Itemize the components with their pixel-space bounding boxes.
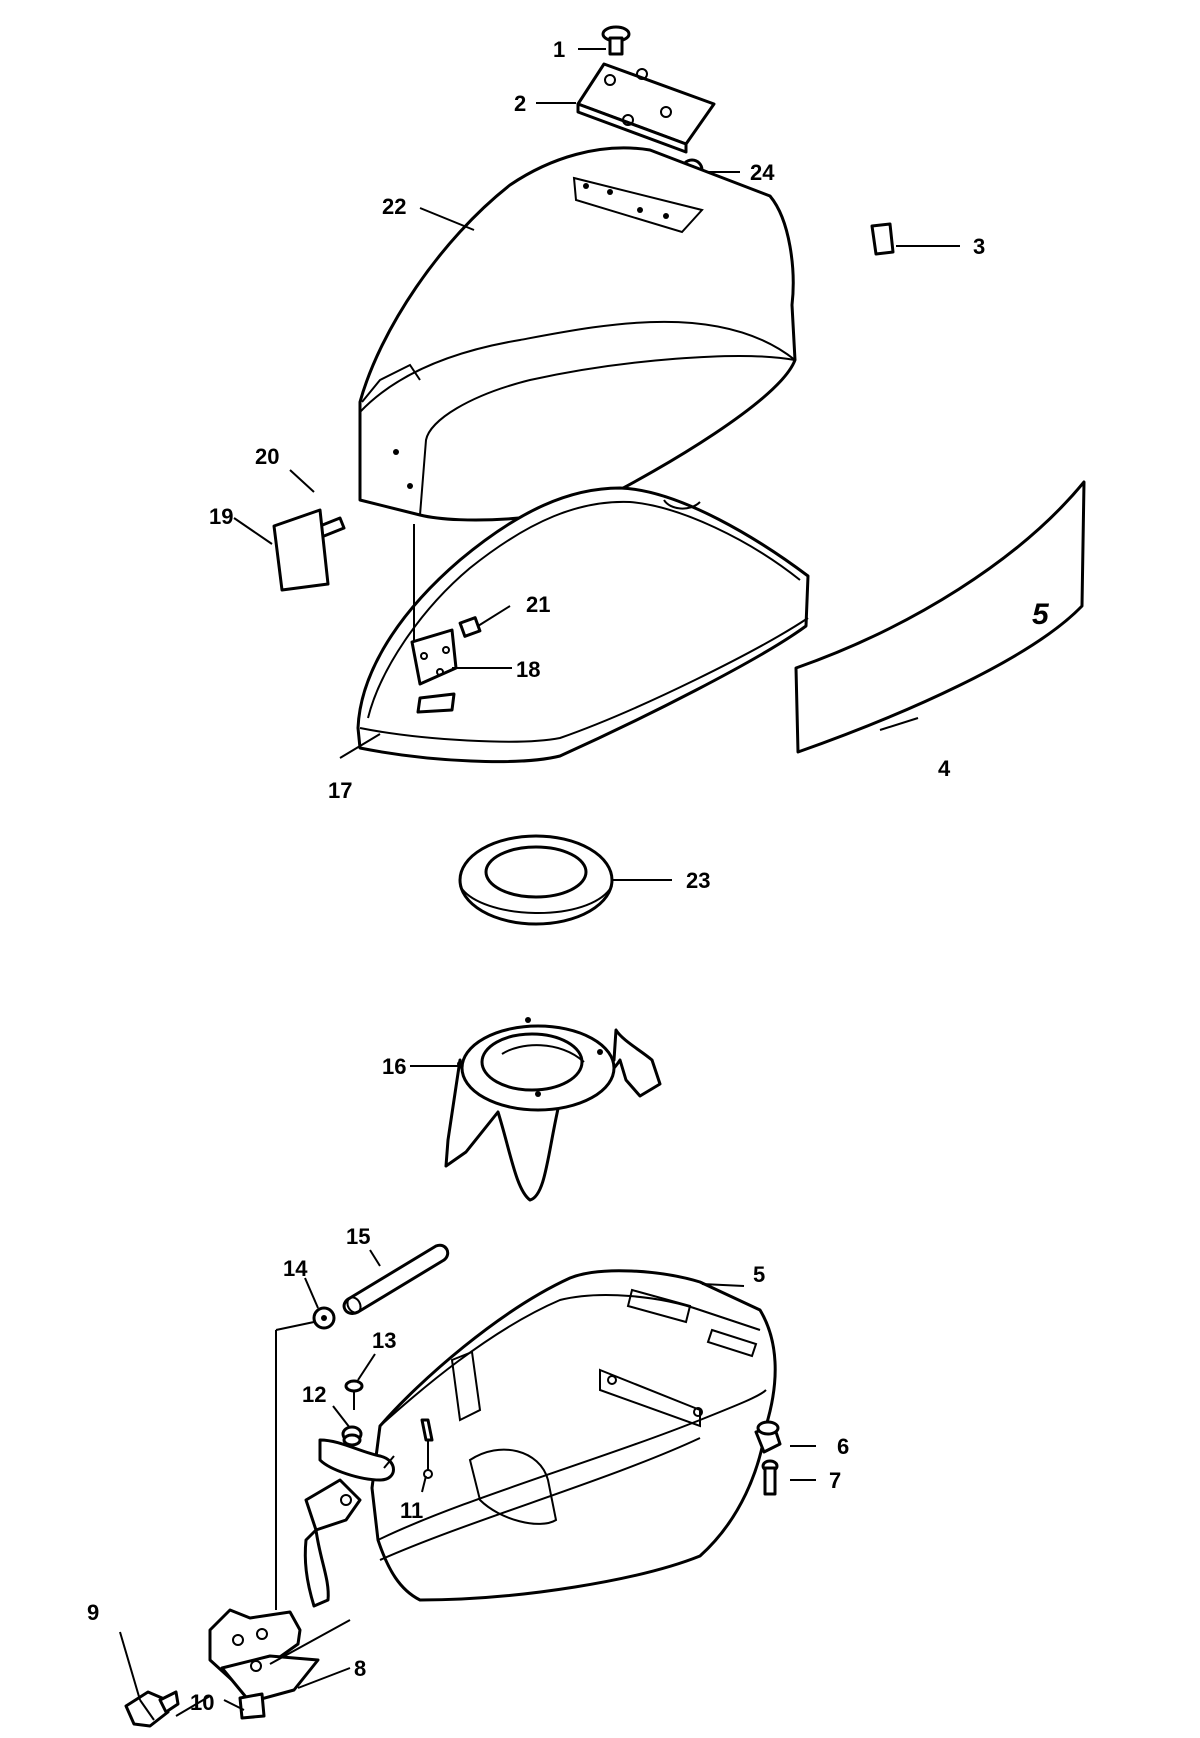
callout-22: 22 [382,194,406,219]
part-6-knob [754,1420,782,1454]
callout-20: 20 [255,444,279,469]
part-17-seal [356,486,810,764]
callout-12: 12 [302,1382,326,1407]
part-4-decal: 5 [794,480,1086,754]
part-1-screw [601,25,631,56]
part-18-latch [410,628,458,714]
part-19-decal [272,508,330,592]
callout-17: 17 [328,778,352,803]
callout-8: 8 [354,1656,366,1681]
callout-6: 6 [837,1434,849,1459]
callout-3: 3 [973,234,985,259]
part-13-screw [344,1379,364,1410]
part-3-decal [870,222,895,256]
part-22-top-cowl [358,146,797,522]
part-9-knob [124,1690,180,1728]
callout-1: 1 [553,37,565,62]
callout-15: 15 [346,1224,370,1249]
callout-24: 24 [750,160,775,185]
latch-linkage [303,1438,395,1608]
callout-14: 14 [283,1256,308,1281]
callout-2: 2 [514,91,526,116]
part-10-decal [238,1692,266,1720]
part-21-nut [458,616,482,638]
part-23-ring [458,834,614,926]
part-5-bottom-cowl [370,1269,777,1602]
callout-10: 10 [190,1690,214,1715]
decal-number: 5 [1032,598,1050,631]
leader-lines [119,48,960,1717]
part-11-hook [420,1418,434,1479]
callout-21: 21 [526,592,550,617]
callout-19: 19 [209,504,233,529]
part-2-plate [576,62,716,154]
callout-7: 7 [829,1468,841,1493]
part-12-grommet [341,1425,363,1447]
part-8-latch [208,1608,320,1704]
callout-13: 13 [372,1328,396,1353]
callout-5: 5 [753,1262,765,1287]
callout-labels: 1 2 3 4 5 6 7 8 9 10 11 12 13 14 15 16 1… [87,37,985,1715]
callout-18: 18 [516,657,540,682]
callout-23: 23 [686,868,710,893]
callout-11: 11 [400,1498,423,1523]
callout-16: 16 [382,1054,406,1079]
part-15-pin [342,1243,450,1315]
part-16-bracket [444,1017,662,1202]
callout-4: 4 [938,756,951,781]
part-7-bolt [761,1459,779,1496]
part-14-washer [312,1306,336,1330]
callout-9: 9 [87,1600,99,1625]
